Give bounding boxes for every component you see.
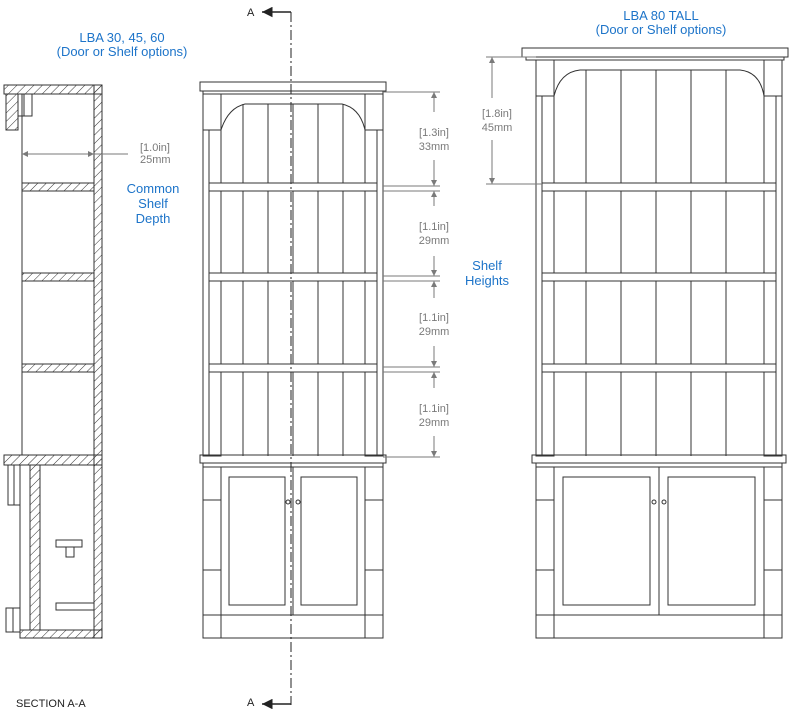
left-subtitle: (Door or Shelf options) — [57, 44, 188, 59]
shelf-depth-dimension: [1.0in] 25mm — [22, 142, 171, 166]
shelf-4-mm: 29mm — [419, 417, 450, 429]
section-marker-bottom: A — [247, 697, 255, 709]
right-title: LBA 80 TALL — [623, 8, 698, 23]
shelf-1-in: [1.3in] — [419, 127, 449, 139]
right-subtitle: (Door or Shelf options) — [596, 22, 727, 37]
shelf-3-mm: 29mm — [419, 326, 450, 338]
shelf-heights-label-1: Shelf — [472, 258, 502, 273]
section-line: A A — [247, 6, 292, 709]
shelf-depth-mm: 25mm — [140, 154, 171, 166]
tall-top-in: [1.8in] — [482, 108, 512, 120]
section-marker-top: A — [247, 7, 255, 19]
shelf-1-mm: 33mm — [419, 141, 450, 153]
section-caption: SECTION A-A — [16, 698, 86, 709]
common-depth-label-2: Shelf — [138, 196, 168, 211]
shelf-depth-in: [1.0in] — [140, 142, 170, 154]
shelf-4-in: [1.1in] — [419, 403, 449, 415]
right-cabinet — [521, 47, 789, 639]
middle-cabinet — [199, 81, 387, 639]
shelf-heights-label-2: Heights — [465, 273, 510, 288]
shelf-height-dimensions — [383, 91, 440, 458]
shelf-3-in: [1.1in] — [419, 312, 449, 324]
section-view — [3, 84, 103, 639]
shelf-2-in: [1.1in] — [419, 221, 449, 233]
tall-top-mm: 45mm — [482, 122, 513, 134]
left-title: LBA 30, 45, 60 — [79, 30, 164, 45]
tall-top-dimension — [486, 56, 542, 185]
common-depth-label-3: Depth — [136, 211, 171, 226]
shelf-2-mm: 29mm — [419, 235, 450, 247]
common-depth-label-1: Common — [127, 181, 180, 196]
